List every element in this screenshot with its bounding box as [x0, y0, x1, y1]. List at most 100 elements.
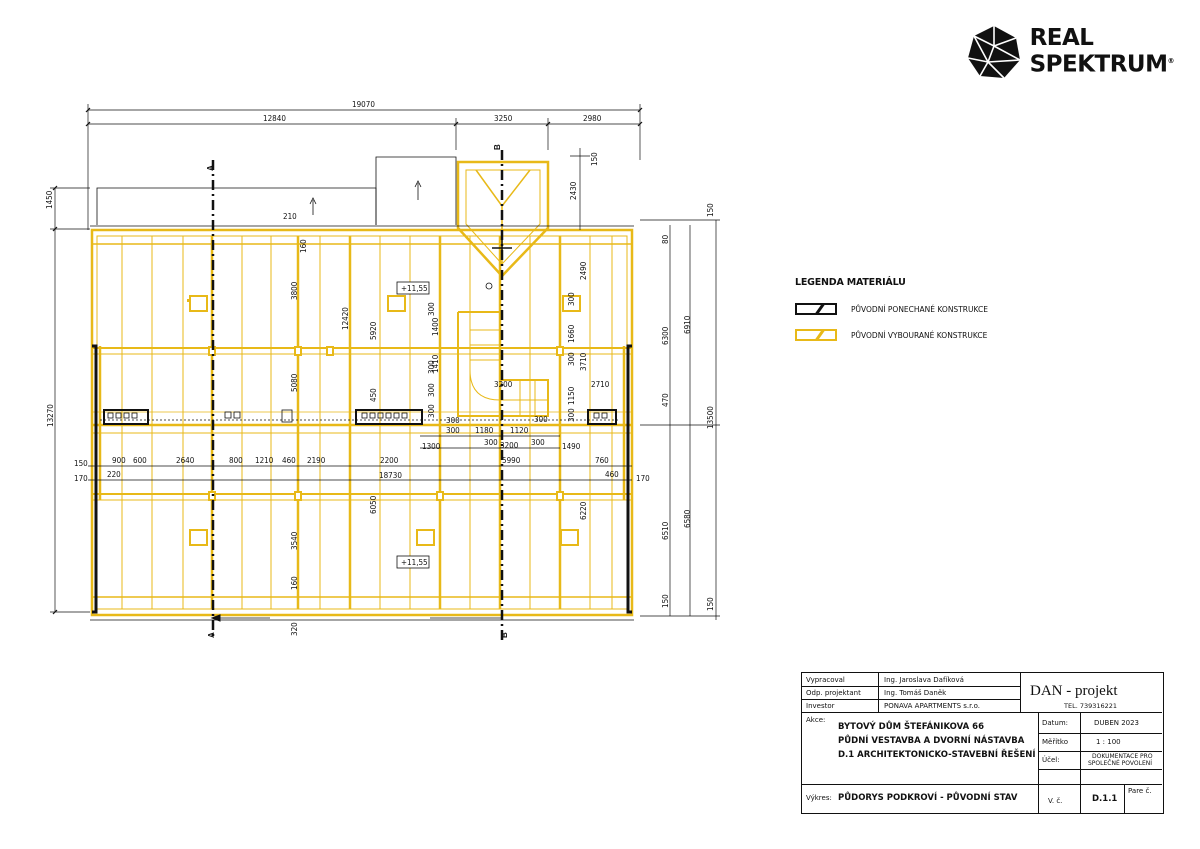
dim-misc-20: 3710 [579, 352, 588, 371]
akce-line-2: PŮDNÍ VESTAVBA A DVORNÍ NÁSTAVBA [838, 736, 1025, 746]
retained-structure [50, 104, 720, 640]
dim-right-outer-1: 6910 [683, 315, 692, 334]
section-b-top-label: B [493, 144, 502, 150]
dim-row-a-1: 600 [133, 456, 147, 465]
legend-swatch-yellow [795, 329, 837, 341]
dim-stair-2: 1120 [510, 426, 529, 435]
dim-row-a-7: 2200 [380, 456, 399, 465]
meritko-label: Měřítko [1042, 738, 1069, 746]
dim-row-a-0: 900 [112, 456, 126, 465]
dim-width-right: 2980 [583, 114, 602, 123]
dim-width-left: 12840 [263, 114, 286, 123]
dim-stair-3: 300 [484, 438, 498, 447]
real-spektrum-logo: REAL SPEKTRUM® [966, 24, 1174, 80]
dim-misc-26: 150 [590, 152, 599, 166]
dim-misc-15: 300 [427, 404, 436, 418]
dim-right-inner-3: 6510 [661, 521, 670, 540]
legend-title: LEGENDA MATERIÁLU [795, 277, 906, 288]
dim-right-outer-2: 150 [706, 597, 715, 611]
dim-row-a-11: 760 [595, 456, 609, 465]
dim-left-170: 170 [74, 474, 88, 483]
dim-misc-0: 210 [283, 212, 297, 221]
dim-row-a-2: 2640 [176, 456, 195, 465]
dim-misc-6: 450 [369, 388, 378, 402]
dim-misc-13: 1410 [431, 354, 440, 373]
meritko-value: 1 : 100 [1096, 738, 1121, 746]
dim-row-a-10: 1490 [562, 442, 581, 451]
dim-row-a-4: 1210 [255, 456, 274, 465]
datum-label: Datum: [1042, 719, 1069, 727]
dim-right-inner-0: 80 [661, 234, 670, 244]
dim-stair-0: 300 [446, 426, 460, 435]
vykres-label: Výkres: [806, 794, 832, 802]
ucel-label: Účel: [1042, 756, 1060, 764]
dim-misc-21: 1150 [567, 386, 576, 405]
vc-value: D.1.1 [1092, 794, 1118, 804]
legend-swatch-black [795, 303, 837, 315]
dim-right-outer-0: 150 [706, 203, 715, 217]
dim-misc-27: 6220 [579, 501, 588, 520]
legend-item-retained: PŮVODNÍ PONECHANÉ KONSTRUKCE [795, 302, 988, 316]
dim-misc-31: 300 [534, 415, 548, 424]
dim-row-a-5: 460 [282, 456, 296, 465]
vykres-value: PŮDORYS PODKROVÍ - PŮVODNÍ STAV [838, 793, 1018, 803]
dim-right-inner-2: 470 [661, 393, 670, 407]
logo-polyhedron-icon [967, 26, 1020, 79]
odp-projektant-label: Odp. projektant [806, 689, 861, 697]
dim-misc-2: 3800 [290, 281, 299, 300]
dim-right-inner-1: 6300 [661, 326, 670, 345]
firm-name: DAN - projekt [1030, 683, 1118, 699]
dim-misc-17: 300 [567, 292, 576, 306]
dim-stair-1: 1180 [475, 426, 494, 435]
akce-label: Akce: [806, 716, 826, 724]
dim-misc-14: 300 [427, 360, 436, 374]
vypracoval-value: Ing. Jaroslava Dafíková [884, 676, 964, 684]
dim-row-b-1: 18730 [379, 471, 402, 480]
investor-value: PONAVA APARTMENTS s.r.o. [884, 702, 981, 710]
dim-row-a-8: 1300 [422, 442, 441, 451]
dim-misc-23: 300 [567, 408, 576, 422]
dim-stair-4: 3200 [500, 441, 519, 450]
dim-misc-3: 12420 [341, 307, 350, 330]
dim-misc-22: 2710 [591, 380, 610, 389]
dim-misc-9: 160 [290, 576, 299, 590]
dim-right-outer-4: 6580 [683, 509, 692, 528]
ucel-line-2: SPOLEČNÉ POVOLENÍ [1088, 760, 1153, 767]
vc-label: V. č. [1048, 797, 1063, 805]
level-marker-lower: +11,55 [401, 558, 428, 567]
dim-right-inner-4: 150 [661, 594, 670, 608]
dim-misc-7: 6050 [369, 495, 378, 514]
level-marker-upper: +11,55 [401, 284, 428, 293]
floor-plan-drawing: A B A B +11,55 +11,55 19070 12840 3250 2… [45, 100, 720, 640]
dim-row-a-9: 5990 [502, 456, 521, 465]
dim-row-a-12: 460 [605, 470, 619, 479]
section-a-bottom-label: A [207, 632, 216, 638]
logo-registered-mark: ® [1167, 57, 1175, 66]
akce-line-3: D.1 ARCHITEKTONICKO-STAVEBNÍ ŘEŠENÍ [838, 750, 1036, 760]
dim-misc-30: 300 [427, 383, 436, 397]
logo-line-1: REAL [1029, 25, 1094, 52]
dim-left-total: 13270 [46, 404, 55, 427]
legend-label-demolished: PŮVODNÍ VYBOURANÉ KONSTRUKCE [851, 330, 988, 340]
dim-misc-18: 1660 [567, 324, 576, 343]
pare-label: Pare č. [1128, 787, 1152, 795]
dim-misc-28: 170 [636, 474, 650, 483]
akce-line-1: BYTOVÝ DŮM ŠTEFÁNIKOVA 66 [838, 722, 985, 732]
dim-right-outer-3: 13500 [706, 406, 715, 429]
dim-misc-12: 300 [427, 302, 436, 316]
dim-total-width: 19070 [352, 100, 375, 109]
dim-misc-1: 160 [299, 239, 308, 253]
dim-left-1450: 1450 [45, 190, 54, 209]
dim-misc-29: 300 [446, 416, 460, 425]
material-legend: LEGENDA MATERIÁLU PŮVODNÍ PONECHANÉ KONS… [795, 277, 988, 354]
dim-misc-24: 2490 [579, 261, 588, 280]
vypracoval-label: Vypracoval [806, 676, 845, 684]
legend-label-retained: PŮVODNÍ PONECHANÉ KONSTRUKCE [851, 304, 988, 314]
dim-misc-4: 5920 [369, 321, 378, 340]
datum-value: DUBEN 2023 [1094, 719, 1140, 727]
investor-label: Investor [806, 702, 835, 710]
dim-stair-5: 300 [531, 438, 545, 447]
logo-line-2: SPEKTRUM [1029, 51, 1168, 78]
dim-misc-8: 3540 [290, 531, 299, 550]
title-block: Vypracoval Ing. Jaroslava Dafíková Odp. … [801, 672, 1164, 814]
